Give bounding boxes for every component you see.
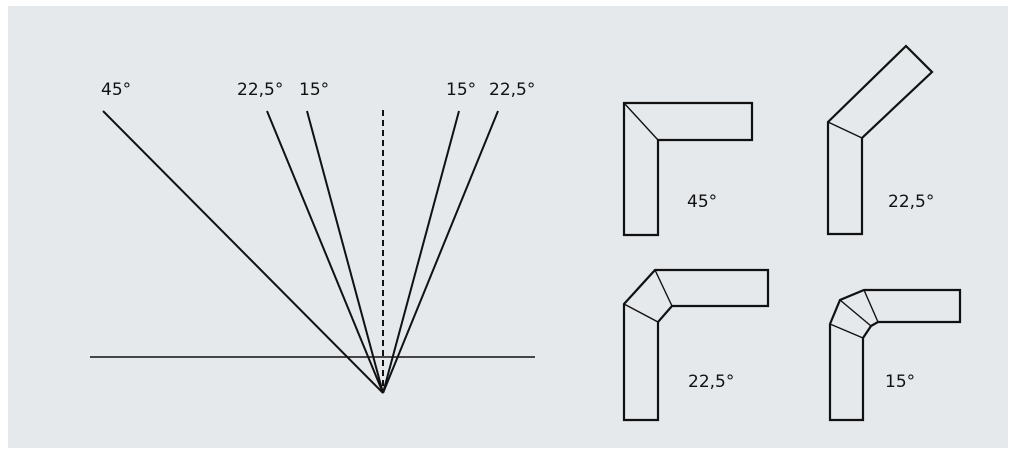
label-right-15: 15° bbox=[446, 80, 476, 100]
diagram-panel bbox=[8, 6, 1008, 448]
elbow-22-5-tilted-label: 22,5° bbox=[888, 192, 934, 212]
elbow-22-5-two-seg: 22,5° bbox=[622, 268, 770, 422]
elbow-15-label: 15° bbox=[885, 372, 915, 392]
ray-left-22-5 bbox=[266, 110, 384, 394]
angle-fan: 45° 22,5° 15° 15° 22,5° bbox=[90, 80, 535, 394]
label-left-45: 45° bbox=[101, 80, 131, 100]
label-left-22-5: 22,5° bbox=[237, 80, 283, 100]
ray-right-15 bbox=[382, 110, 460, 394]
elbow-45: 45° bbox=[622, 101, 754, 237]
ray-left-45 bbox=[102, 110, 384, 394]
elbow-15: 15° bbox=[828, 288, 962, 422]
elbow-45-label: 45° bbox=[687, 192, 717, 212]
label-right-22-5: 22,5° bbox=[489, 80, 535, 100]
ray-left-15 bbox=[306, 110, 384, 394]
ray-right-22-5 bbox=[382, 110, 499, 394]
elbow-22-5-tilted: 22,5° bbox=[826, 44, 934, 236]
label-left-15: 15° bbox=[299, 80, 329, 100]
elbow-22-5-two-seg-label: 22,5° bbox=[688, 372, 734, 392]
